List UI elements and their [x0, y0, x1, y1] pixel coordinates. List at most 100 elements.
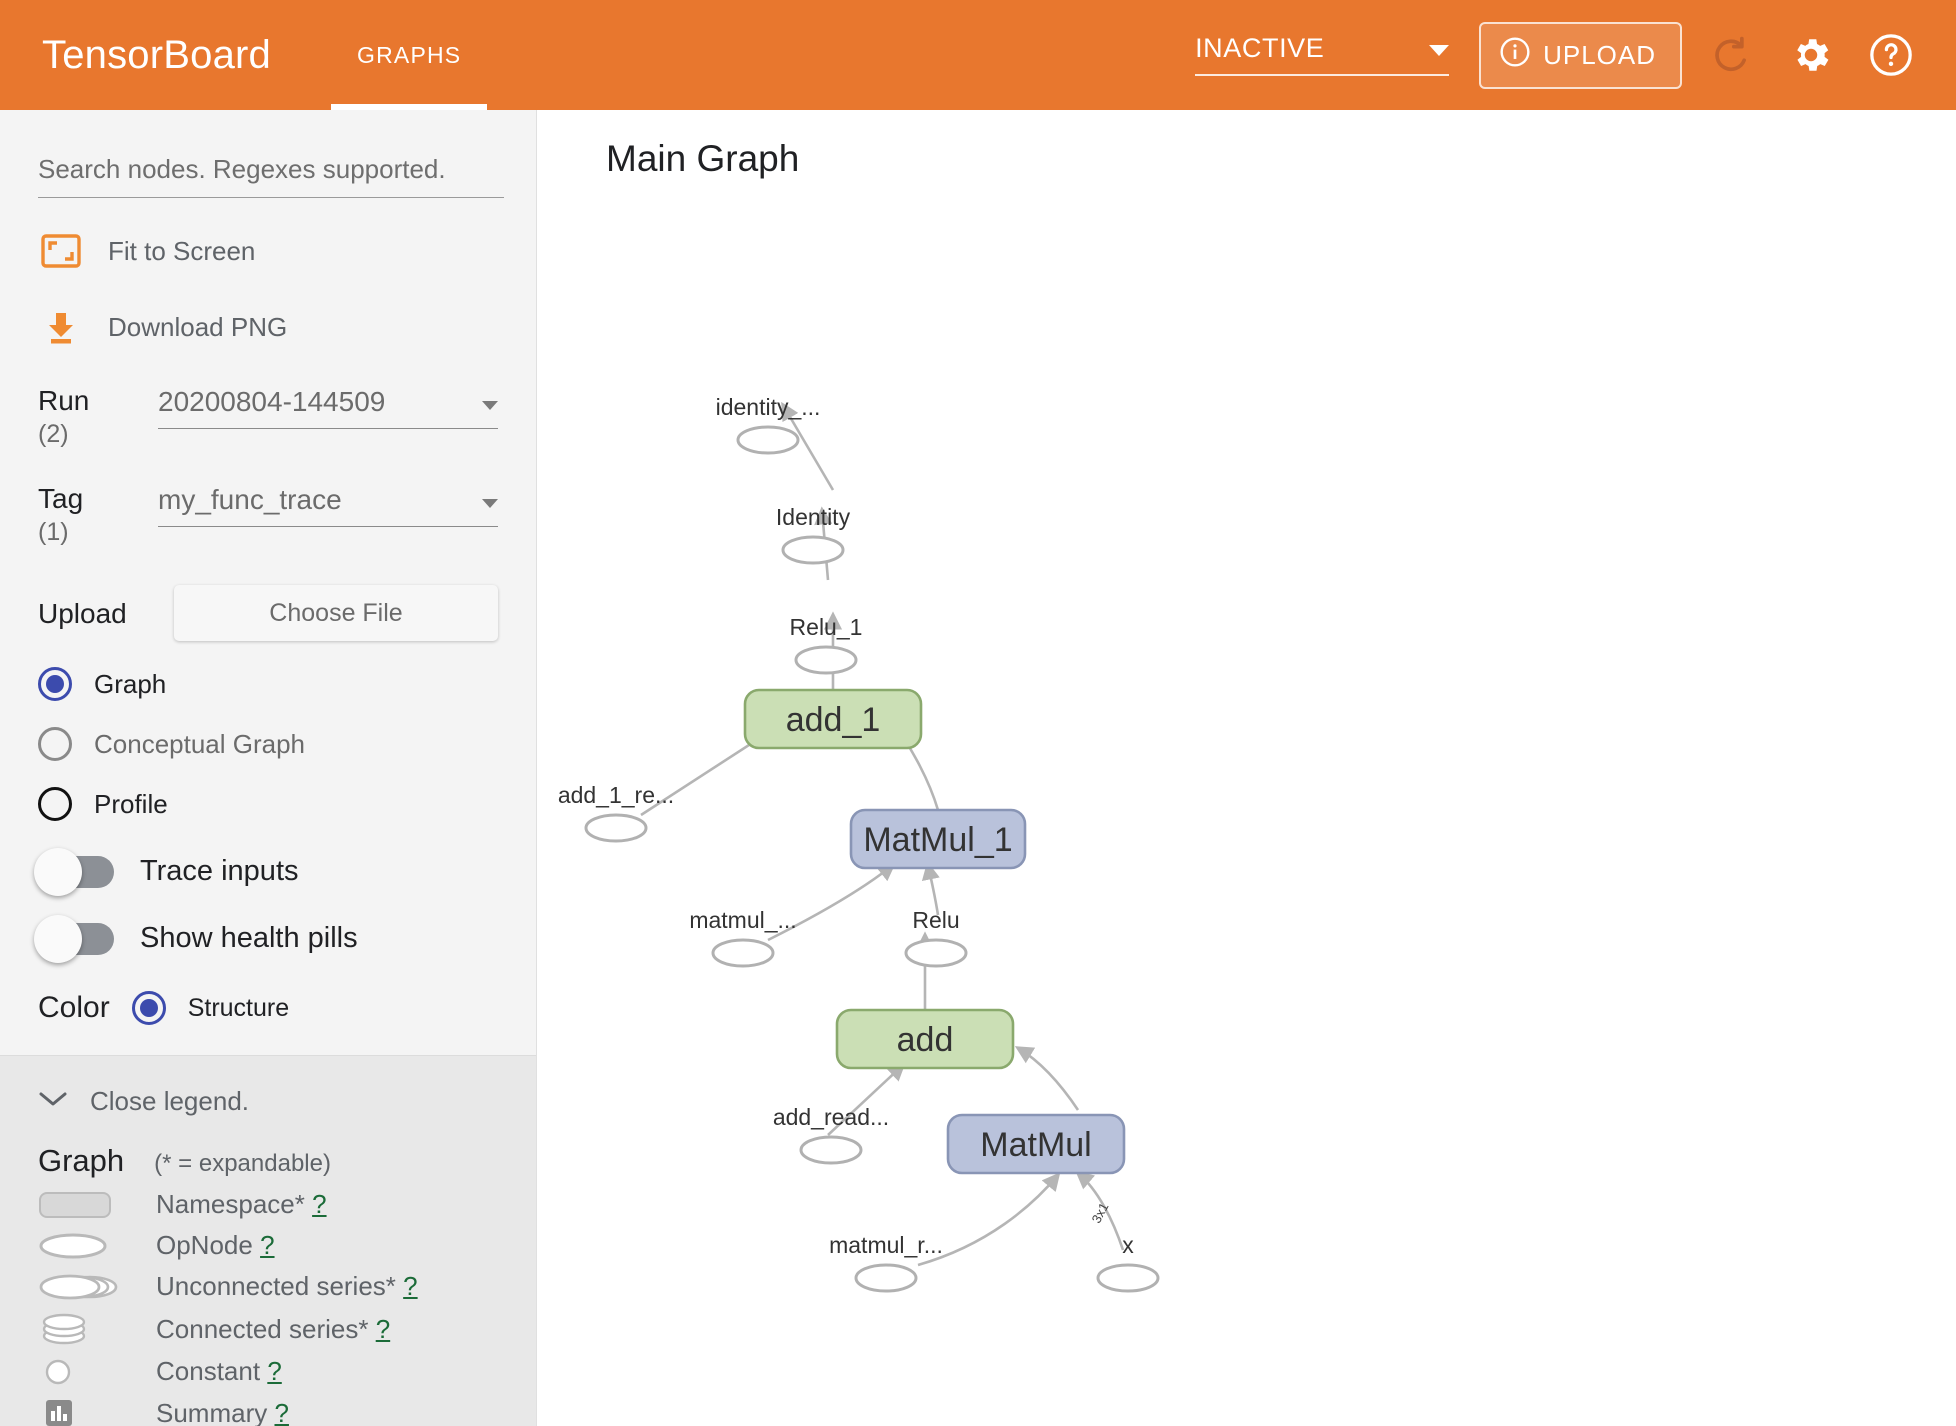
search-row: [38, 110, 504, 198]
node-identity-out[interactable]: [736, 425, 800, 455]
close-legend-button[interactable]: Close legend.: [38, 1086, 498, 1117]
radio-conceptual-graph[interactable]: Conceptual Graph: [38, 727, 498, 762]
legend-help-connected-series[interactable]: ?: [375, 1313, 391, 1344]
edge-shape-label-x-matmul: 3x1: [1088, 1200, 1111, 1226]
chevron-down-icon: [482, 498, 498, 508]
graph-op-nodes: identity_... Identity Relu_1 add_1_re...…: [558, 394, 1160, 1293]
radio-graph[interactable]: Graph: [38, 667, 498, 702]
toggle-trace-inputs[interactable]: Trace inputs: [34, 847, 498, 896]
download-png-button[interactable]: Download PNG: [38, 304, 498, 350]
help-button[interactable]: [1860, 24, 1922, 86]
legend-help-opnode[interactable]: ?: [260, 1230, 275, 1261]
tag-select-value: my_func_trace: [158, 483, 342, 515]
legend-label-unconnected-series: Unconnected series* ?: [156, 1271, 418, 1302]
page-title: Main Graph: [606, 138, 800, 179]
node-label-add-1-read: add_1_re...: [558, 782, 674, 808]
fit-to-screen-icon: [38, 228, 84, 274]
fit-to-screen-label: Fit to Screen: [108, 235, 256, 266]
node-matmul-read[interactable]: [854, 1263, 918, 1293]
radio-profile[interactable]: Profile: [38, 787, 498, 822]
node-add-1-read[interactable]: [584, 813, 648, 843]
legend-item-summary: Summary ?: [38, 1397, 498, 1426]
gear-icon: [1789, 33, 1833, 77]
toggle-show-health-pills[interactable]: Show health pills: [34, 914, 498, 963]
tag-count: (1): [38, 518, 69, 547]
node-add[interactable]: [835, 1008, 1015, 1070]
run-field: Run (2) 20200804-144509: [38, 386, 498, 448]
help-icon: [1868, 32, 1914, 78]
run-select-value: 20200804-144509: [158, 386, 386, 417]
legend-help-namespace[interactable]: ?: [312, 1189, 327, 1220]
inactive-dropdown[interactable]: INACTIVE: [1195, 32, 1450, 76]
node-add-read[interactable]: [799, 1135, 863, 1165]
graph-box-nodes: add_1 MatMul_1 add MatMul: [743, 688, 1126, 1175]
edge-addread-add: [827, 1062, 906, 1136]
node-relu[interactable]: [904, 938, 968, 968]
upload-label: Upload: [38, 597, 127, 629]
node-relu-1[interactable]: [794, 645, 858, 675]
node-matmul-1[interactable]: [849, 808, 1027, 870]
radio-structure-label: Structure: [187, 993, 290, 1022]
tag-select[interactable]: my_func_trace: [158, 484, 498, 527]
chevron-down-icon: [1429, 44, 1450, 56]
run-select[interactable]: 20200804-144509: [158, 386, 498, 429]
refresh-icon: [1710, 34, 1752, 76]
graph-canvas[interactable]: Main Graph identity_... I: [538, 110, 1956, 1426]
legend-label-opnode: OpNode ?: [156, 1230, 275, 1261]
node-label-relu: Relu: [912, 907, 959, 933]
graph-svg: identity_... Identity Relu_1 add_1_re...…: [558, 394, 1160, 1293]
upload-button[interactable]: UPLOAD: [1479, 21, 1682, 89]
refresh-button[interactable]: [1700, 24, 1762, 86]
node-label-add: add: [897, 1021, 954, 1059]
node-identity[interactable]: [781, 535, 845, 565]
constant-glyph-icon: [38, 1357, 156, 1387]
sidebar: Fit to Screen Download PNG Run (2) 20200…: [0, 110, 537, 1426]
legend-label-namespace: Namespace* ?: [156, 1189, 327, 1220]
legend-item-unconnected-series: Unconnected series* ?: [38, 1271, 498, 1302]
app-header: TensorBoard GRAPHS INACTIVE UPLOAD: [0, 0, 1956, 110]
settings-button[interactable]: [1780, 24, 1842, 86]
legend-help-unconnected-series[interactable]: ?: [403, 1271, 418, 1302]
legend-title: Graph: [38, 1143, 125, 1179]
summary-glyph-icon: [38, 1397, 156, 1426]
legend-label-constant: Constant ?: [156, 1356, 282, 1387]
legend-header: Graph (* = expandable): [38, 1143, 498, 1179]
choose-file-button[interactable]: Choose File: [174, 585, 498, 642]
toggle-show-health-pills-label: Show health pills: [140, 922, 358, 955]
radio-conceptual-graph-label: Conceptual Graph: [94, 728, 306, 759]
graph-edge-labels: 3x1: [1088, 1200, 1111, 1226]
radio-structure-indicator[interactable]: [131, 991, 166, 1026]
legend-label-summary: Summary ?: [156, 1397, 289, 1426]
node-x[interactable]: [1096, 1263, 1160, 1293]
node-matmul-read-1[interactable]: [711, 938, 775, 968]
node-label-matmul-read-1: matmul_...: [689, 907, 796, 933]
toggle-trace-inputs-switch: [34, 847, 114, 896]
legend-subtitle: (* = expandable): [154, 1150, 331, 1178]
chevron-down-icon: [38, 1090, 68, 1113]
search-input[interactable]: [38, 148, 504, 198]
connected-series-glyph-icon: [38, 1312, 156, 1346]
fit-to-screen-button[interactable]: Fit to Screen: [38, 228, 498, 274]
node-label-matmul: MatMul: [980, 1126, 1091, 1164]
tag-label: Tag (1): [38, 483, 158, 547]
node-matmul[interactable]: [946, 1113, 1126, 1175]
tab-graphs[interactable]: GRAPHS: [331, 0, 488, 110]
info-icon: [1499, 36, 1531, 75]
radio-graph-indicator: [38, 667, 72, 702]
upload-button-label: UPLOAD: [1543, 39, 1656, 70]
header-tabs: GRAPHS: [331, 0, 488, 110]
edge-x-matmul: [1075, 1170, 1125, 1251]
legend-panel: Close legend. Graph (* = expandable) Nam…: [0, 1055, 536, 1426]
node-label-identity: Identity: [776, 504, 851, 530]
legend-item-opnode: OpNode ?: [38, 1230, 498, 1261]
run-label-text: Run: [38, 385, 90, 416]
node-add-1[interactable]: [743, 688, 923, 750]
radio-graph-label: Graph: [94, 668, 167, 699]
run-label: Run (2): [38, 386, 158, 448]
inactive-dropdown-value: INACTIVE: [1195, 32, 1325, 63]
download-png-label: Download PNG: [108, 311, 288, 342]
radio-profile-label: Profile: [94, 788, 168, 819]
legend-help-summary[interactable]: ?: [274, 1397, 289, 1426]
legend-help-constant[interactable]: ?: [267, 1356, 282, 1387]
close-legend-label: Close legend.: [90, 1086, 249, 1117]
